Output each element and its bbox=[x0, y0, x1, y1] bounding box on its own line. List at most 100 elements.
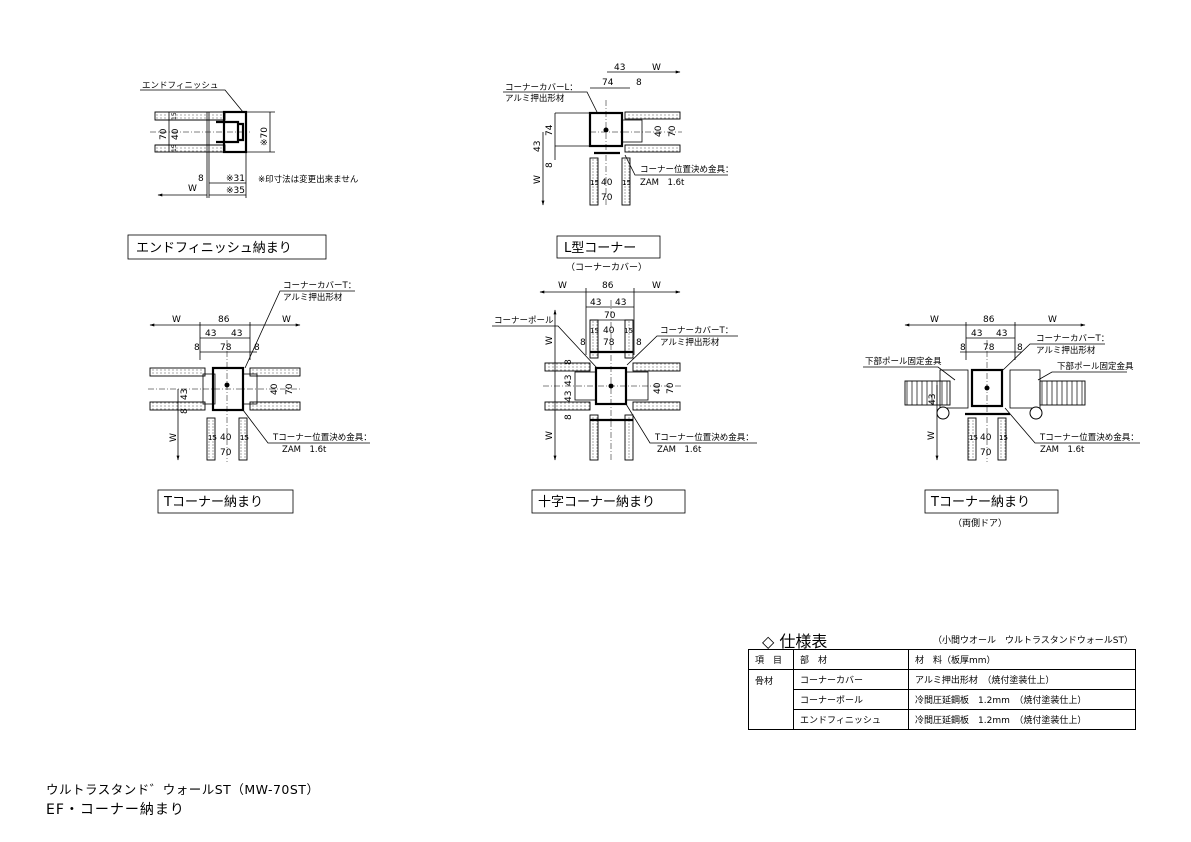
end-finish-callout: エンドフィニッシュ bbox=[142, 81, 218, 91]
dim-label: 43 bbox=[615, 298, 626, 308]
bracket-material: ZAM 1.6t bbox=[657, 445, 702, 455]
cross-corner-detail: W 86 W 43 43 70 15 40 15 8 78 8 W W 40 7… bbox=[492, 281, 757, 462]
dim-label: 8 bbox=[254, 343, 260, 353]
dim-label: 43 bbox=[205, 329, 216, 339]
part-cell: エンドフィニッシュ bbox=[793, 709, 909, 730]
corner-cover-callout: コーナーカバーT： bbox=[1036, 334, 1109, 344]
dim-label: 70 bbox=[285, 383, 295, 395]
dim-label: 43 bbox=[180, 389, 190, 400]
dim-label: 40 bbox=[270, 383, 280, 395]
spec-table: 項 目 部 材 材 料（板厚mm） 骨材 コーナーカバー アルミ押出形材 （焼付… bbox=[748, 649, 1136, 730]
dim-label: 43 bbox=[533, 141, 543, 152]
dim-label: 74 bbox=[545, 124, 555, 136]
dim-label: 8 bbox=[564, 414, 574, 420]
dim-label: W bbox=[188, 184, 197, 194]
dim-label: W bbox=[282, 315, 291, 325]
spec-table-title: ◇ 仕様表 bbox=[762, 632, 828, 651]
material-cell: 冷間圧延鋼板 1.2mm （焼付塗装仕上） bbox=[908, 689, 1136, 710]
dim-label: 8 bbox=[1017, 343, 1023, 353]
table-row: 骨材 コーナーカバー アルミ押出形材 （焼付塗装仕上） bbox=[748, 669, 1136, 730]
pole-bracket-left-callout: 下部ポール固定金具 bbox=[865, 356, 942, 367]
dim-label: 86 bbox=[218, 315, 230, 325]
dim-label: 15 bbox=[208, 434, 217, 442]
dim-label: 43 bbox=[564, 375, 574, 386]
t-corner-title: Tコーナー納まり bbox=[163, 495, 263, 510]
bracket-callout: Tコーナー位置決め金具： bbox=[654, 432, 754, 443]
dim-label: 8 bbox=[636, 78, 642, 88]
dim-label: 40 bbox=[220, 433, 232, 443]
dim-label: 15 bbox=[622, 179, 631, 187]
bracket-material: ZAM 1.6t bbox=[1040, 445, 1085, 455]
dim-label: ※35 bbox=[226, 186, 245, 196]
dim-label: W bbox=[172, 315, 181, 325]
dim-label: W bbox=[930, 315, 939, 325]
dim-label: 8 bbox=[180, 408, 190, 414]
title-box bbox=[531, 489, 686, 514]
dim-label: 40 bbox=[601, 178, 613, 188]
title-box bbox=[157, 489, 294, 514]
dim-label: 8 bbox=[198, 174, 204, 184]
dim-label: 70 bbox=[601, 193, 613, 203]
dim-label: 86 bbox=[983, 315, 995, 325]
pole-bracket-right-callout: 下部ポール固定金具 bbox=[1057, 361, 1134, 372]
bracket-callout: Tコーナー位置決め金具： bbox=[1039, 432, 1139, 443]
dim-label: 15 bbox=[969, 434, 978, 442]
dim-label: 78 bbox=[603, 338, 615, 348]
table-header-row: 項 目 部 材 材 料（板厚mm） bbox=[748, 649, 1136, 670]
spec-table-note: （小間ウオール ウルトラスタンドウォールST） bbox=[932, 636, 1133, 646]
cross-corner-title: 十字コーナー納まり bbox=[538, 495, 655, 510]
dim-label: 40 bbox=[603, 326, 615, 336]
dim-label: 8 bbox=[636, 338, 642, 348]
dim-label: 43 bbox=[564, 391, 574, 402]
dim-label: ※31 bbox=[226, 174, 245, 184]
dim-label: 70 bbox=[604, 311, 616, 321]
dim-label: 78 bbox=[983, 343, 995, 353]
dim-label: 70 bbox=[159, 128, 169, 140]
dim-label: 40 bbox=[171, 128, 181, 140]
t-corner-detail: W 86 W 43 43 8 78 8 40 70 43 8 W 15 40 1… bbox=[148, 281, 372, 462]
material-cell: 冷間圧延鋼板 1.2mm （焼付塗装仕上） bbox=[908, 709, 1136, 730]
dim-label: W bbox=[533, 175, 543, 184]
corner-cover-callout: コーナーカバーL： bbox=[505, 83, 578, 93]
bracket-callout: コーナー位置決め金具： bbox=[640, 164, 734, 175]
end-finish-title: エンドフィニッシュ納まり bbox=[136, 241, 292, 256]
t-corner-doors-detail: W 86 W 43 43 8 78 8 43 W 15 40 15 70 コーナ… bbox=[863, 315, 1140, 462]
dim-label: W bbox=[652, 281, 661, 291]
dim-label: 70 bbox=[980, 448, 992, 458]
dim-label: 70 bbox=[220, 448, 232, 458]
dim-label: 40 bbox=[980, 433, 992, 443]
dim-label: 40 bbox=[654, 125, 664, 137]
category-cell: 骨材 bbox=[748, 669, 794, 730]
dim-label: 15 bbox=[171, 144, 178, 152]
title-box bbox=[924, 489, 1059, 514]
dim-label: 43 bbox=[614, 63, 625, 73]
table-row: エンドフィニッシュ 冷間圧延鋼板 1.2mm （焼付塗装仕上） bbox=[749, 709, 1136, 730]
title-box bbox=[127, 234, 327, 260]
dim-label: 8 bbox=[545, 162, 555, 168]
product-name: ウルトラスタンド゛ウォールST（MW-70ST） bbox=[46, 782, 320, 797]
corner-cover-callout: コーナーカバーT： bbox=[660, 326, 733, 336]
corner-cover-t bbox=[970, 368, 1004, 408]
dim-label: 15 bbox=[999, 434, 1008, 442]
l-corner-subtitle: （コーナーカバー） bbox=[566, 262, 647, 273]
dim-label: 74 bbox=[602, 78, 614, 88]
dim-label: 43 bbox=[996, 329, 1007, 339]
bracket-callout: Tコーナー位置決め金具： bbox=[272, 432, 372, 443]
table-row: コーナーポール 冷間圧延鋼板 1.2mm （焼付塗装仕上） bbox=[749, 689, 1136, 710]
dim-label: W bbox=[558, 281, 567, 291]
dim-label: 15 bbox=[171, 112, 178, 120]
dim-label: 43 bbox=[928, 394, 938, 405]
dim-label: ※70 bbox=[260, 127, 270, 146]
t-corner-doors-title: Tコーナー納まり bbox=[930, 495, 1030, 510]
dim-label: 15 bbox=[590, 327, 599, 335]
door-pole-right bbox=[1029, 406, 1043, 420]
dim-label: 43 bbox=[971, 329, 982, 339]
dim-label: 8 bbox=[580, 338, 586, 348]
dim-label: W bbox=[545, 336, 555, 345]
header-part: 部 材 bbox=[793, 649, 909, 670]
dim-label: W bbox=[1048, 315, 1057, 325]
dim-label: 8 bbox=[194, 343, 200, 353]
door-pole-left bbox=[936, 406, 950, 420]
part-cell: コーナーポール bbox=[793, 689, 909, 710]
dim-label: 43 bbox=[231, 329, 242, 339]
